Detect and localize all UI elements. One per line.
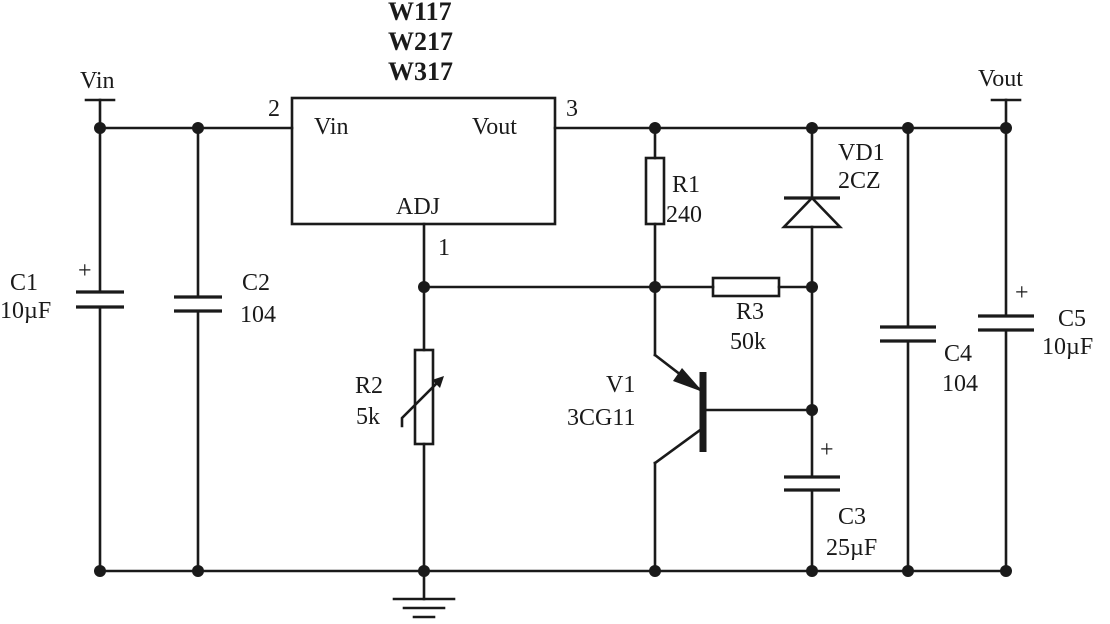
c3-ref: C3	[838, 504, 866, 530]
junction-dot	[649, 122, 661, 134]
c4-value: 104	[942, 371, 978, 397]
c1-polarity: +	[78, 258, 92, 284]
vout-terminal-label: Vout	[978, 66, 1023, 92]
ic-part-line-3: W317	[388, 57, 453, 86]
junction-dot	[418, 281, 430, 293]
junction-dot	[192, 565, 204, 577]
junction-dot	[94, 565, 106, 577]
r3-value: 50k	[730, 329, 766, 355]
ic-part-line-1: W117	[388, 0, 452, 26]
c1-ref: C1	[10, 270, 38, 296]
c5-polarity: +	[1015, 280, 1029, 306]
c5-ref: C5	[1058, 306, 1086, 332]
ic-part-line-2: W217	[388, 27, 453, 56]
junction-dot	[649, 565, 661, 577]
junction-dot	[1000, 122, 1012, 134]
junction-dot	[94, 122, 106, 134]
ic-pin2-number: 2	[268, 96, 280, 122]
c3-value: 25µF	[826, 535, 877, 561]
c4-ref: C4	[944, 341, 972, 367]
junction-dot	[902, 565, 914, 577]
junction-dot	[806, 122, 818, 134]
ic-pin-vin-label: Vin	[314, 114, 349, 140]
ic-pin1-number: 1	[438, 235, 450, 261]
v1-value: 3CG11	[567, 405, 635, 431]
junction-dot	[1000, 565, 1012, 577]
vd1-ref: VD1	[838, 140, 885, 166]
r3-body	[711, 276, 781, 298]
c5-value: 10µF	[1042, 334, 1093, 360]
r3-ref: R3	[736, 299, 764, 325]
junction-dot	[902, 122, 914, 134]
r2-value: 5k	[356, 404, 380, 430]
r1-body	[644, 156, 666, 226]
junction-dot	[192, 122, 204, 134]
ic-pin3-number: 3	[566, 96, 578, 122]
c2-value: 104	[240, 302, 276, 328]
r1-value: 240	[666, 202, 702, 228]
vd1-anode-triangle	[780, 196, 844, 229]
junction-dot	[806, 404, 818, 416]
ic-pin-vout-label: Vout	[472, 114, 517, 140]
c1-value: 10µF	[0, 298, 51, 324]
r2-adjust-arrow	[400, 378, 442, 428]
vin-terminal-label: Vin	[80, 68, 115, 94]
junction-dot	[418, 565, 430, 577]
ic-pin-adj-label: ADJ	[396, 194, 440, 220]
v1-collector-leg	[653, 426, 705, 465]
junction-dot	[806, 281, 818, 293]
junction-dot	[806, 565, 818, 577]
vd1-value: 2CZ	[838, 168, 881, 194]
c3-polarity: +	[820, 437, 834, 463]
junction-dot	[649, 281, 661, 293]
r2-ref: R2	[355, 373, 383, 399]
v1-ref: V1	[606, 372, 635, 398]
c2-ref: C2	[242, 270, 270, 296]
r1-ref: R1	[672, 172, 700, 198]
v1-emitter-arrow	[673, 368, 703, 392]
r2-adjust-arrowhead	[432, 376, 444, 388]
